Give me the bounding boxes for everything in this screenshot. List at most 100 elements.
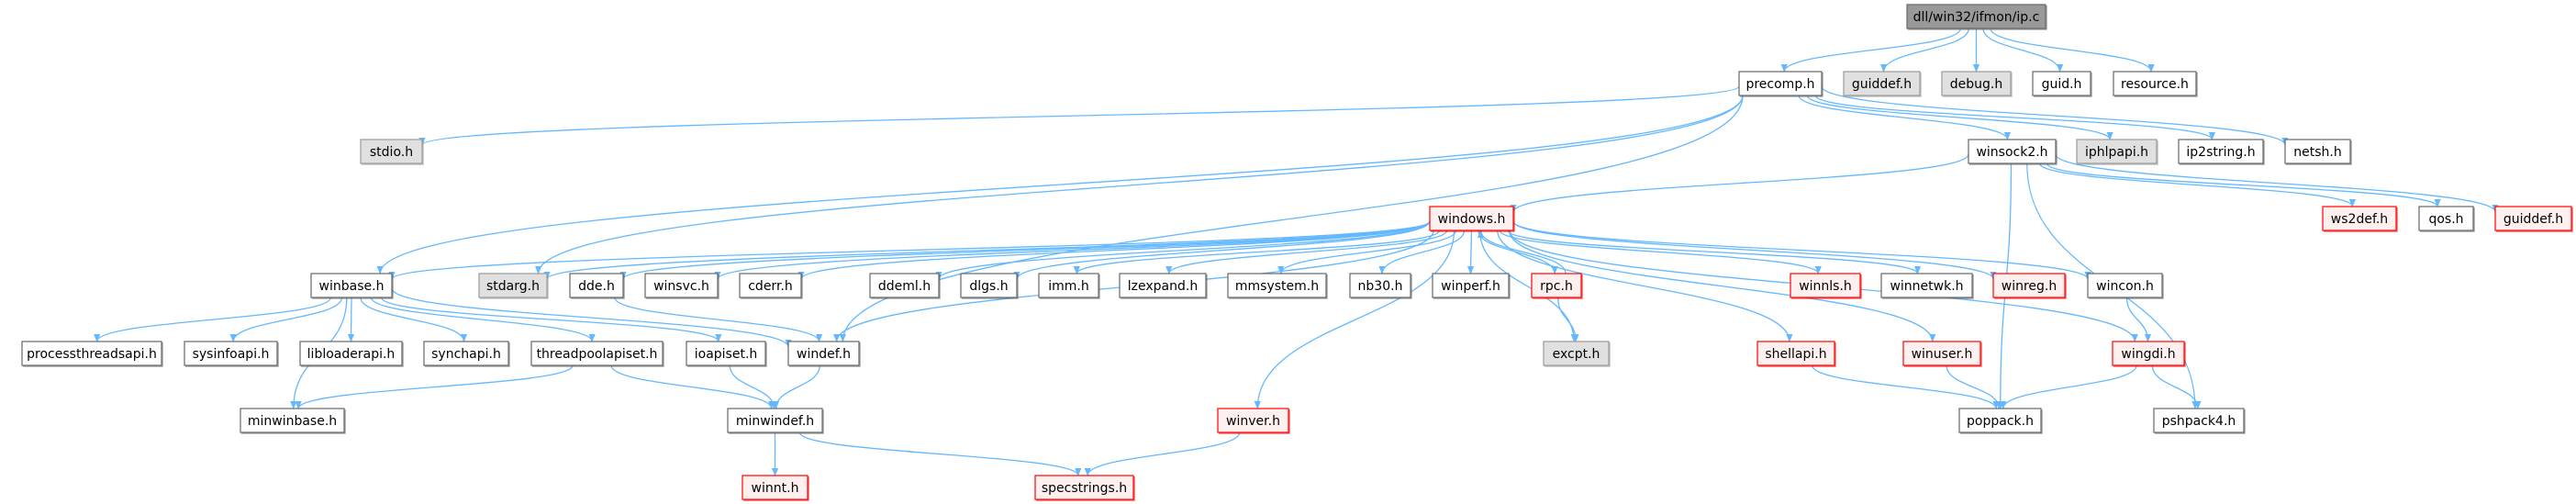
edge-windows-to-winuser: [1508, 230, 1936, 342]
node-windows[interactable]: windows.h: [1429, 206, 1515, 232]
edge-precomp-to-stdarg: [535, 95, 1744, 274]
edge-winsock2-to-qos: [2046, 162, 2441, 207]
edge-winbase-to-synchapi: [360, 297, 468, 342]
node-winsvc[interactable]: winsvc.h: [644, 273, 719, 299]
node-box: [240, 408, 345, 433]
node-windef[interactable]: windef.h: [787, 341, 861, 367]
node-guiddef1: guiddef.h: [1843, 71, 1922, 97]
node-label: precomp.h: [1745, 77, 1814, 92]
node-wingdi[interactable]: wingdi.h: [2112, 341, 2186, 367]
node-label: poppack.h: [1967, 414, 2034, 429]
edge-wincon-to-wingdi: [2125, 297, 2152, 342]
node-box: [2087, 273, 2163, 298]
node-shadow: [1219, 409, 1290, 434]
node-nb30[interactable]: nb30.h: [1349, 273, 1412, 299]
edge-precomp-to-stdio: [418, 85, 1740, 146]
edge-rpc-to-excpt: [1557, 297, 1579, 342]
node-winperf[interactable]: winperf.h: [1432, 273, 1511, 299]
edge-windows-to-winnls: [1499, 230, 1822, 274]
node-label: qos.h: [2428, 212, 2463, 227]
node-label: lzexpand.h: [1128, 279, 1198, 294]
node-label: shellapi.h: [1765, 347, 1826, 362]
node-ddeml[interactable]: ddeml.h: [869, 273, 941, 299]
edge-wingdi-to-poppack: [2000, 364, 2137, 409]
node-shadow: [301, 342, 404, 367]
node-ip2string[interactable]: ip2string.h: [2178, 139, 2265, 165]
node-netsh[interactable]: netsh.h: [2284, 139, 2352, 165]
node-label: threadpoolapiset.h: [537, 347, 658, 362]
node-minwinbase[interactable]: minwinbase.h: [240, 408, 346, 434]
node-ioapiset[interactable]: ioapiset.h: [686, 341, 767, 367]
node-label: processthreadsapi.h: [27, 347, 157, 362]
node-winreg[interactable]: winreg.h: [1992, 273, 2067, 299]
node-resource[interactable]: resource.h: [2113, 71, 2198, 97]
node-label: dlgs.h: [969, 279, 1008, 294]
node-wincon[interactable]: wincon.h: [2087, 273, 2164, 299]
node-shadow: [571, 274, 625, 299]
node-lzexpand[interactable]: lzexpand.h: [1119, 273, 1208, 299]
node-dlgs[interactable]: dlgs.h: [960, 273, 1019, 299]
node-poppack[interactable]: poppack.h: [1958, 408, 2043, 434]
node-winver[interactable]: winver.h: [1217, 408, 1290, 434]
node-winnetwk[interactable]: winnetwk.h: [1880, 273, 1974, 299]
node-winuser[interactable]: winuser.h: [1902, 341, 1982, 367]
node-shadow: [1994, 274, 2067, 299]
node-shadow: [532, 342, 664, 367]
node-label: winnls.h: [1799, 279, 1852, 294]
node-rpc[interactable]: rpc.h: [1531, 273, 1583, 299]
node-processthreadsapi[interactable]: processthreadsapi.h: [21, 341, 163, 367]
node-pshpack4[interactable]: pshpack4.h: [2153, 408, 2246, 434]
node-shadow: [2286, 140, 2352, 165]
node-shadow: [1960, 409, 2043, 434]
node-imm[interactable]: imm.h: [1038, 273, 1100, 299]
node-box: [530, 341, 664, 366]
node-box: [1906, 4, 2046, 29]
node-box: [1217, 408, 1289, 433]
node-synchapi[interactable]: synchapi.h: [423, 341, 510, 367]
node-shadow: [2089, 274, 2164, 299]
node-shadow: [2078, 140, 2158, 165]
node-label: winperf.h: [1441, 279, 1500, 294]
node-label: winreg.h: [2002, 279, 2057, 294]
node-dde[interactable]: dde.h: [569, 273, 625, 299]
node-qos[interactable]: qos.h: [2418, 206, 2475, 232]
node-stdarg: stdarg.h: [478, 273, 549, 299]
node-minwindef[interactable]: minwindef.h: [727, 408, 824, 434]
node-guiddef2[interactable]: guiddef.h: [2494, 206, 2573, 232]
edge-windows-to-dlgs: [1013, 220, 1431, 280]
node-winsock2[interactable]: winsock2.h: [1968, 139, 2057, 165]
node-label: cderr.h: [748, 279, 793, 294]
node-winbase[interactable]: winbase.h: [310, 273, 394, 299]
node-mmsystem[interactable]: mmsystem.h: [1227, 273, 1328, 299]
node-cderr[interactable]: cderr.h: [739, 273, 803, 299]
node-libloaderapi[interactable]: libloaderapi.h: [299, 341, 404, 367]
node-ipc: dll/win32/ifmon/ip.c: [1906, 4, 2047, 30]
node-box: [739, 273, 802, 298]
node-box: [1119, 273, 1207, 298]
node-precomp[interactable]: precomp.h: [1738, 71, 1823, 97]
node-label: excpt.h: [1553, 347, 1600, 362]
node-label: specstrings.h: [1042, 481, 1127, 496]
node-box: [21, 341, 162, 366]
node-specstrings[interactable]: specstrings.h: [1034, 475, 1135, 501]
node-label: windef.h: [797, 347, 851, 362]
edge-ipc-to-resource: [1990, 28, 2155, 73]
node-box: [1790, 273, 1861, 298]
node-label: dll/win32/ifmon/ip.c: [1913, 10, 2040, 25]
node-box: [644, 273, 719, 298]
edge-precomp-to-winbase: [376, 95, 1744, 274]
node-shellapi[interactable]: shellapi.h: [1756, 341, 1836, 367]
node-guid[interactable]: guid.h: [2032, 71, 2092, 97]
edge-precomp-to-iphlpapi: [1806, 95, 2113, 140]
edge-winbase-to-windef: [391, 287, 792, 348]
node-label: stdarg.h: [486, 279, 540, 294]
node-box: [1349, 273, 1411, 298]
node-shadow: [1544, 342, 1611, 367]
edge-windows-to-winver: [1254, 230, 1455, 409]
node-ws2def[interactable]: ws2def.h: [2322, 206, 2398, 232]
node-winnls[interactable]: winnls.h: [1790, 273, 1862, 299]
node-winnt[interactable]: winnt.h: [742, 475, 809, 501]
node-sysinfoapi[interactable]: sysinfoapi.h: [184, 341, 279, 367]
node-threadpoolapiset[interactable]: threadpoolapiset.h: [530, 341, 664, 367]
node-shadow: [362, 140, 424, 165]
